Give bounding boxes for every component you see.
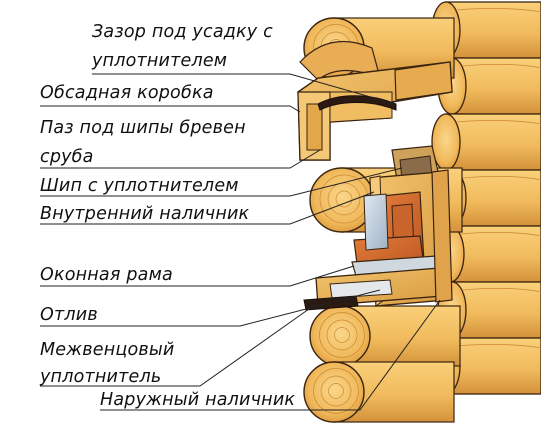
log-side-right (445, 337, 541, 395)
log-grain (459, 232, 541, 237)
log-ring (313, 368, 359, 414)
outer-trim (431, 169, 453, 303)
label-shrink-gap-line1: Зазор под усадку с (92, 22, 273, 42)
label-outer-trim: Наружный наличник (100, 390, 296, 410)
log-side-right (451, 169, 541, 227)
window-sill (315, 255, 443, 307)
leader-lines (40, 73, 441, 411)
leader-groove (40, 149, 321, 169)
log-ring (334, 327, 350, 343)
leader-sill (40, 289, 381, 327)
label-groove-line1: Паз под шипы бревен (40, 118, 246, 138)
log-grain (461, 64, 541, 69)
log-grain (455, 8, 541, 13)
log-end-left (303, 361, 365, 423)
leader-tenon (40, 167, 403, 197)
label-tenon: Шип с уплотнителем (40, 176, 239, 196)
log-ring (326, 319, 358, 351)
label-shrink-gap-line2: уплотнителем (92, 51, 228, 71)
leader-inner-trim (40, 191, 375, 225)
leader-gap (92, 73, 396, 105)
log-side-right (445, 113, 541, 171)
top-log-notch (299, 41, 381, 81)
leader-outer-trim (100, 299, 441, 411)
label-inner-trim: Внутренний наличник (40, 204, 250, 224)
label-window-frame: Оконная рама (40, 265, 173, 285)
label-casing-box: Обсадная коробка (40, 83, 214, 103)
log-side-right (451, 281, 541, 339)
log-ring (319, 312, 365, 358)
leader-sealant (40, 303, 317, 387)
log-ring (335, 190, 353, 208)
log-grain (461, 176, 541, 181)
leader-casing (40, 105, 301, 113)
log-ring (320, 375, 352, 407)
window-frame (353, 191, 425, 273)
label-sealant-line1: Межвенцовый (40, 340, 175, 360)
label-groove-line2: сруба (40, 147, 94, 167)
log-grain (455, 120, 541, 125)
log-side-right (449, 225, 541, 283)
log-grain (455, 344, 541, 349)
log-grain (461, 288, 541, 293)
leader-frame (40, 265, 355, 287)
label-sill: Отлив (40, 305, 98, 325)
log-ring (328, 383, 344, 399)
shrink-gap-sealant (317, 95, 397, 111)
log-end-left (309, 305, 371, 367)
label-sealant-line2: уплотнитель (40, 367, 162, 387)
